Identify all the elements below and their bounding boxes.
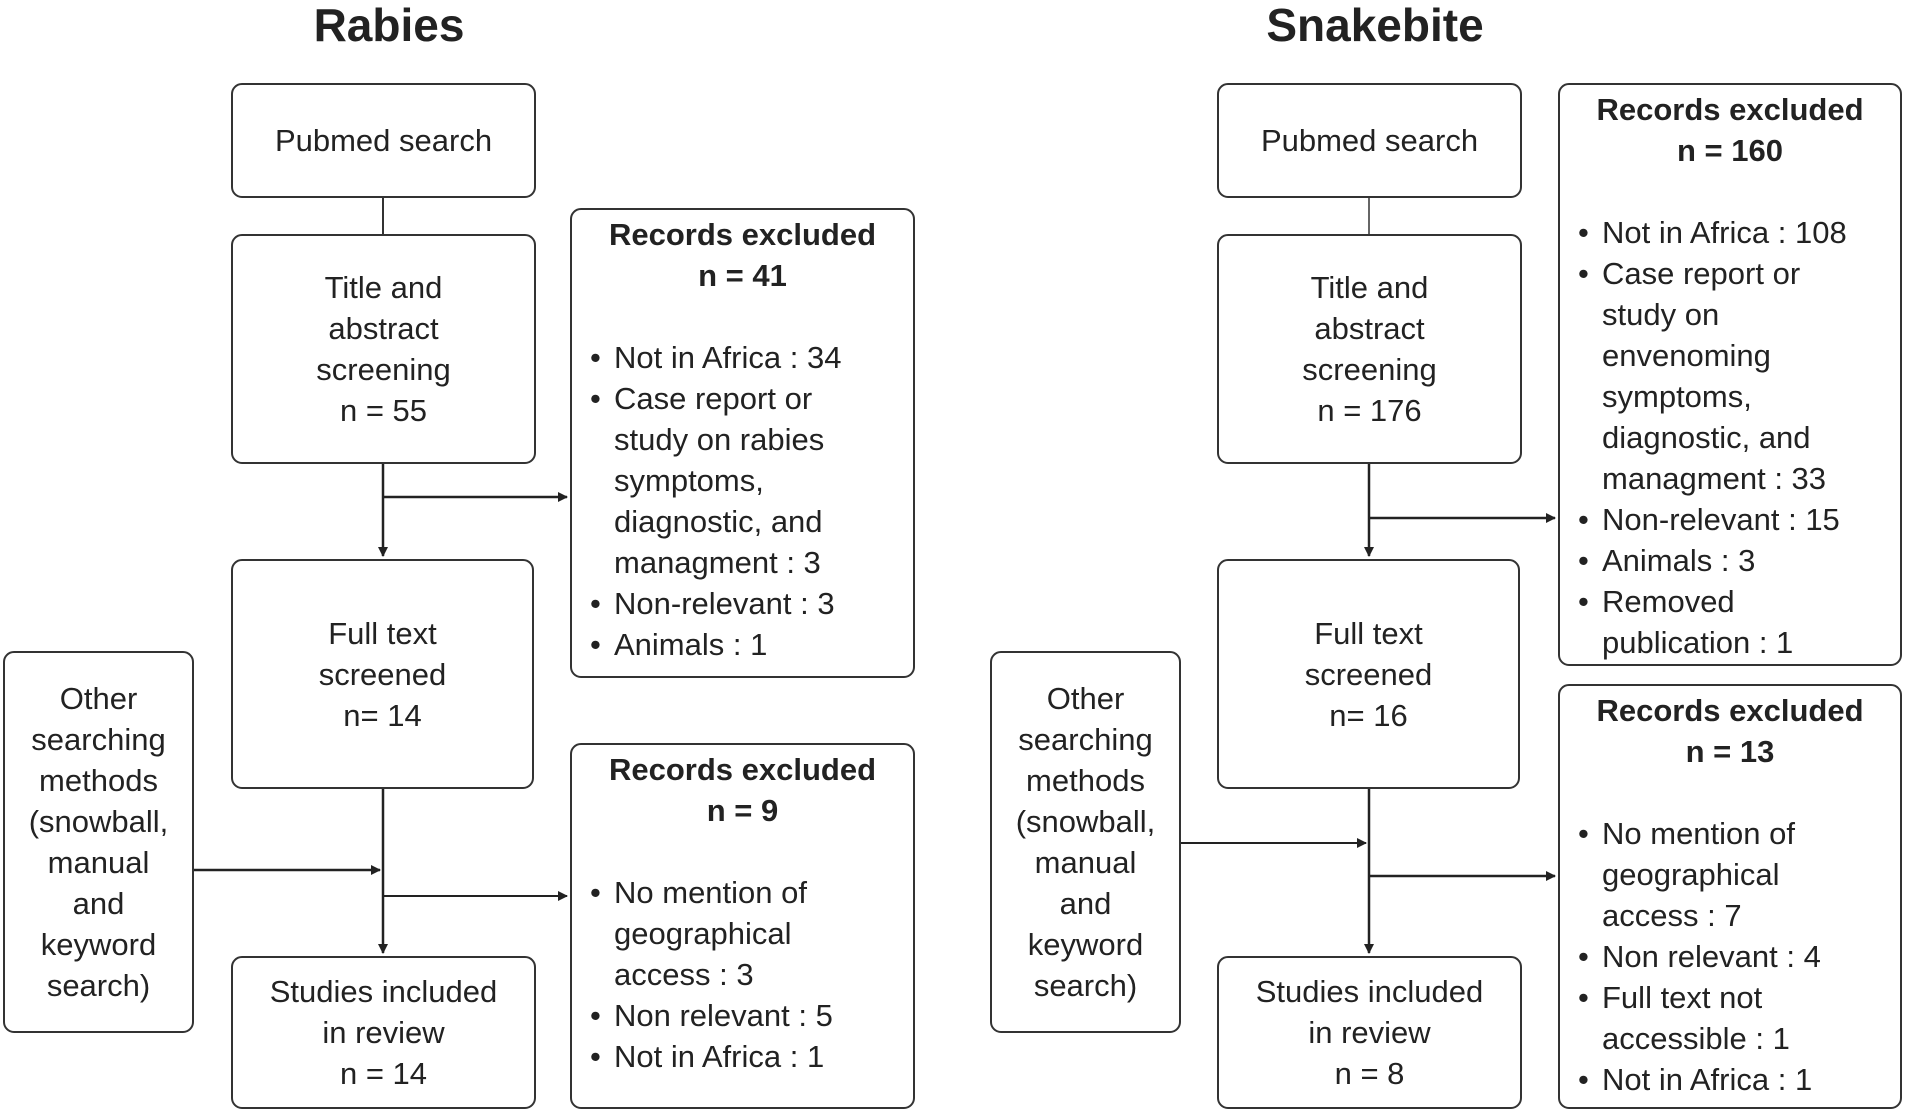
rabies-included-line: in review <box>322 1015 445 1050</box>
rabies-screening-count: n = 55 <box>339 393 428 428</box>
snakebite-excluded-screening-count: n = 160 <box>1677 133 1783 168</box>
rabies-title: Rabies <box>313 0 465 51</box>
snakebite-pubmed-search-label: Pubmed search <box>1260 123 1479 158</box>
rabies-other-methods-box: Other searching methods (snowball, manua… <box>3 651 194 1033</box>
snakebite-other-line: methods <box>1026 763 1145 798</box>
snakebite-screening-count: n = 176 <box>1317 393 1422 428</box>
rabies-pubmed-search-box: Pubmed search <box>231 83 536 198</box>
rabies-excluded-screening-box: Records excluded n = 41 Not in Africa : … <box>570 208 915 678</box>
snakebite-excluded-fulltext-box: Records excluded n = 13 No mention ofgeo… <box>1558 684 1902 1109</box>
snakebite-title: Snakebite <box>1266 0 1484 51</box>
snakebite-screening-line: Title and <box>1310 270 1429 305</box>
list-item: Not in Africa : 1 <box>590 1036 905 1077</box>
snakebite-excluded-screening-box: Records excluded n = 160 Not in Africa :… <box>1558 83 1902 666</box>
rabies-fulltext-line: Full text <box>328 615 437 651</box>
rabies-excluded-fulltext-box: Records excluded n = 9 No mention ofgeog… <box>570 743 915 1109</box>
snakebite-other-line: searching <box>1018 722 1153 757</box>
snakebite-other-line: (snowball, <box>1015 804 1156 839</box>
list-item: Not in Africa : 108 <box>1578 212 1892 253</box>
snakebite-other-methods-box: Other searching methods (snowball, manua… <box>990 651 1181 1033</box>
list-item: Not in Africa : 1 <box>1578 1059 1892 1100</box>
snakebite-excluded-fulltext-heading: Records excluded <box>1596 693 1864 728</box>
rabies-other-line: Other <box>59 681 138 716</box>
snakebite-excluded-screening-heading: Records excluded <box>1596 92 1864 127</box>
rabies-excluded-screening-count: n = 41 <box>698 258 787 293</box>
list-item: Non relevant : 5 <box>590 995 905 1036</box>
snakebite-other-line: keyword <box>1027 927 1144 962</box>
snakebite-other-line: and <box>1059 886 1112 921</box>
snakebite-fulltext-line: screened <box>1304 656 1433 692</box>
rabies-other-line: (snowball, <box>28 804 169 839</box>
snakebite-fulltext-line: Full text <box>1314 615 1423 651</box>
rabies-other-line: searching <box>31 722 166 757</box>
snakebite-fulltext-count: n= 16 <box>1329 697 1408 733</box>
snakebite-included-count: n = 8 <box>1334 1056 1405 1091</box>
snakebite-screening-line: abstract <box>1314 311 1425 346</box>
snakebite-included-box: Studies included in review n = 8 <box>1217 956 1522 1109</box>
rabies-fulltext-box: Full text screened n= 14 <box>231 559 534 789</box>
list-item: Animals : 3 <box>1578 540 1892 581</box>
snakebite-fulltext-box: Full text screened n= 16 <box>1217 559 1520 789</box>
list-item: Non relevant : 4 <box>1578 936 1892 977</box>
snakebite-pubmed-search-box: Pubmed search <box>1217 83 1522 198</box>
snakebite-other-line: search) <box>1033 968 1138 1003</box>
list-item: Non-relevant : 3 <box>590 583 905 624</box>
rabies-other-line: methods <box>39 763 158 798</box>
snakebite-screening-line: screening <box>1302 352 1437 387</box>
rabies-included-box: Studies included in review n = 14 <box>231 956 536 1109</box>
list-item: Animals : 1 <box>590 624 905 665</box>
rabies-screening-line: Title and <box>324 270 443 305</box>
snakebite-included-line: in review <box>1308 1015 1431 1050</box>
list-item: Non-relevant : 15 <box>1578 499 1892 540</box>
rabies-other-line: search) <box>46 968 151 1003</box>
rabies-pubmed-search-label: Pubmed search <box>274 123 493 158</box>
rabies-excluded-fulltext-heading: Records excluded <box>608 752 877 787</box>
snakebite-screening-box: Title and abstract screening n = 176 <box>1217 234 1522 464</box>
rabies-screening-box: Title and abstract screening n = 55 <box>231 234 536 464</box>
rabies-fulltext-count: n= 14 <box>343 697 422 733</box>
rabies-fulltext-line: screened <box>318 656 447 692</box>
rabies-excluded-fulltext-count: n = 9 <box>706 793 779 828</box>
rabies-other-line: keyword <box>40 927 157 962</box>
rabies-screening-line: abstract <box>328 311 439 346</box>
snakebite-excluded-fulltext-count: n = 13 <box>1685 734 1775 769</box>
snakebite-included-line: Studies included <box>1255 974 1484 1009</box>
rabies-excluded-screening-heading: Records excluded <box>608 217 877 252</box>
rabies-other-line: and <box>72 886 125 921</box>
rabies-other-line: manual <box>47 845 150 880</box>
snakebite-other-line: manual <box>1034 845 1137 880</box>
snakebite-other-line: Other <box>1046 681 1125 716</box>
list-item: Not in Africa : 34 <box>590 337 905 378</box>
rabies-included-count: n = 14 <box>339 1056 428 1091</box>
rabies-screening-line: screening <box>316 352 451 387</box>
rabies-included-line: Studies included <box>269 974 498 1009</box>
